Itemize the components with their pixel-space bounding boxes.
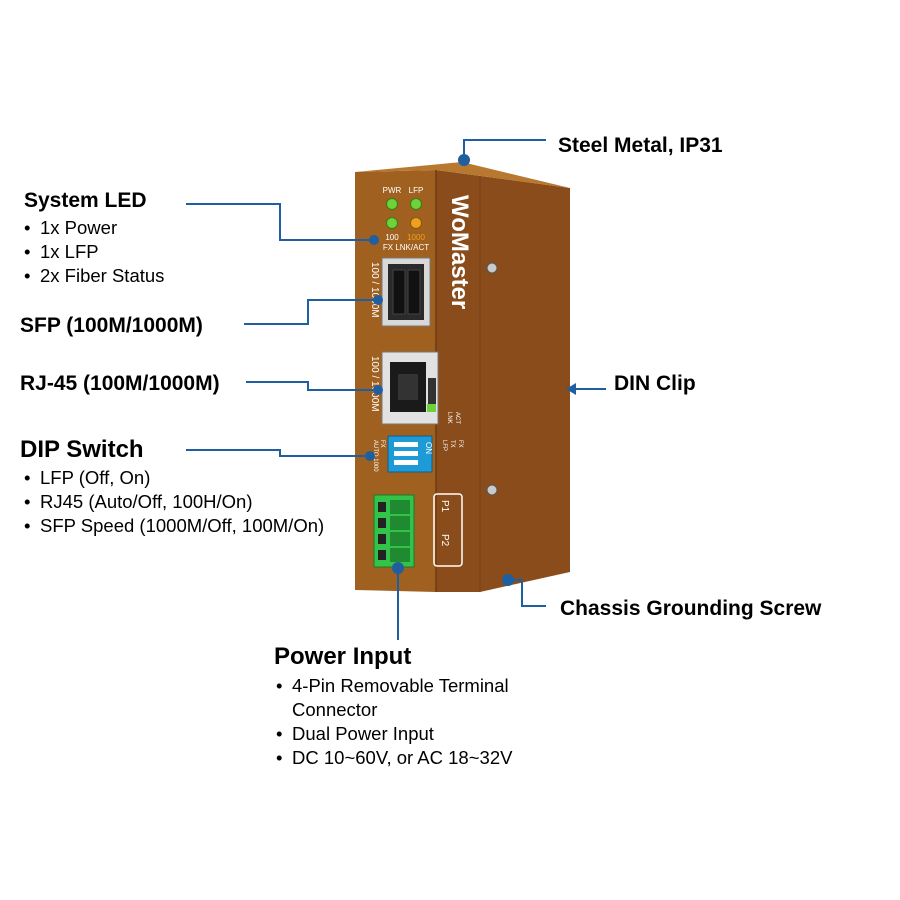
leader-dot-system-led (369, 235, 379, 245)
callout-system-led-list: 1x Power 1x LFP 2x Fiber Status (24, 216, 164, 288)
leader-dip (186, 449, 370, 457)
list-item: RJ45 (Auto/Off, 100H/On) (24, 490, 324, 514)
callout-dip-list: LFP (Off, On) RJ45 (Auto/Off, 100H/On) S… (24, 466, 324, 538)
side-screw-top (486, 262, 498, 274)
led-lfp (410, 198, 422, 210)
callout-steel-title: Steel Metal, IP31 (558, 134, 723, 157)
callout-rj45-title: RJ-45 (100M/1000M) (20, 372, 220, 395)
leader-dot-rj45 (373, 385, 383, 395)
dip-left-label-2: FX (379, 440, 385, 448)
dip-right-label-1: LFP (441, 440, 447, 451)
callout-ground-title: Chassis Grounding Screw (560, 597, 822, 620)
leader-ground (508, 579, 546, 607)
list-item: 1x Power (24, 216, 164, 240)
dip-on-label: ON (424, 442, 433, 454)
led-label-100: 100 (385, 233, 399, 242)
leader-dot-power (392, 562, 404, 574)
led-label-1000: 1000 (407, 233, 425, 242)
leader-dot-steel (458, 154, 470, 166)
led-fx-100 (386, 217, 398, 229)
led-pwr (386, 198, 398, 210)
leader-arrow-din (566, 383, 576, 395)
leader-dot-dip (365, 451, 375, 461)
led-fx-1000 (410, 217, 422, 229)
leader-system-led (186, 203, 374, 241)
list-item: 2x Fiber Status (24, 264, 164, 288)
leader-rj45 (246, 381, 378, 391)
rj45-act-label: ACT (454, 412, 460, 424)
led-label-lfp: LFP (409, 186, 424, 195)
leader-steel (463, 139, 546, 160)
list-item: 4-Pin Removable Terminal Connector (276, 674, 546, 722)
power-label-p2: P2 (439, 534, 450, 547)
dip-right-label-2: TX (449, 440, 455, 448)
rj45-speed-label: 100 / 1000M (369, 356, 380, 412)
dip-left-label-1: AUTO 1000 (372, 440, 378, 472)
sfp-speed-label: 100 / 1000M (369, 262, 380, 318)
list-item: 1x LFP (24, 240, 164, 264)
dip-toggle-1[interactable] (394, 442, 418, 447)
callout-sfp-title: SFP (100M/1000M) (20, 314, 203, 337)
rj45-lnk-label: LNK (446, 412, 452, 424)
side-screw-bottom (486, 484, 498, 496)
housing-top (355, 162, 570, 188)
list-item: SFP Speed (1000M/Off, 100M/On) (24, 514, 324, 538)
housing-side-panel (436, 170, 570, 592)
callout-system-led-title: System LED (24, 189, 147, 212)
leader-dot-sfp (373, 295, 383, 305)
callout-power-title: Power Input (274, 643, 412, 670)
callout-dip-title: DIP Switch (20, 436, 144, 463)
led-label-pwr: PWR (383, 186, 402, 195)
leader-sfp (244, 299, 378, 325)
dip-toggle-2[interactable] (394, 451, 418, 456)
power-label-p1: P1 (439, 500, 450, 513)
dip-right-label-3: FX (457, 440, 463, 448)
callout-power-list: 4-Pin Removable Terminal Connector Dual … (276, 674, 546, 770)
leader-dot-ground (502, 574, 514, 586)
callout-din-title: DIN Clip (614, 372, 696, 395)
list-item: LFP (Off, On) (24, 466, 324, 490)
list-item: DC 10~60V, or AC 18~32V (276, 746, 546, 770)
list-item: Dual Power Input (276, 722, 546, 746)
brand-logo: WoMaster (446, 195, 473, 309)
power-label-plate (433, 493, 463, 567)
dip-toggle-3[interactable] (394, 460, 418, 465)
led-caption: FX LNK/ACT (383, 243, 429, 252)
